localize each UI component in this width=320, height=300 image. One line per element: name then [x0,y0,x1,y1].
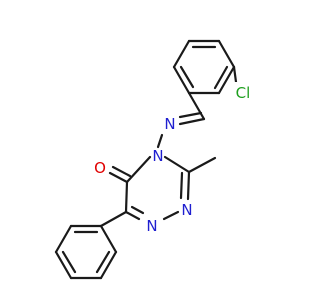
bond [213,65,229,90]
bond [99,210,128,228]
bond [99,224,118,254]
bond [61,250,77,274]
bond [95,250,111,274]
bond [54,250,73,280]
atom-labels: Cl N N N N O [94,82,254,235]
imine-nitrogen-atom: N [164,115,175,133]
bond [172,65,191,95]
bond [124,180,129,214]
bonds [54,39,238,280]
bond [172,39,191,69]
bond [178,111,203,119]
ring-n1-atom: N [146,217,157,235]
bond [162,210,180,221]
bond [179,65,195,89]
bond [124,210,141,221]
bond [217,39,236,69]
bond [217,65,236,95]
ring-n4-atom: N [152,147,163,165]
bond [232,65,238,84]
bond [179,171,184,200]
chlorine-label: Cl [236,84,251,102]
carbonyl-oxygen-label: O [94,159,106,177]
bond [163,155,191,174]
ring-n1-label: N [146,217,157,235]
molecule-diagram: Cl N N N N O [54,39,254,280]
imine-nitrogen-label: N [164,115,175,133]
bond [130,205,145,215]
bond [108,171,129,184]
bond [187,156,217,174]
bond [125,155,152,184]
label-background [232,82,254,102]
bond [187,91,206,121]
bond [178,117,206,126]
ring-n4-label: N [152,147,163,165]
bond [99,250,118,280]
carbonyl-oxygen-atom: O [94,159,106,177]
chlorine-atom: Cl [232,82,254,102]
bond [111,165,132,178]
bond [54,224,73,254]
ring-n2-label: N [181,201,192,219]
bond [156,133,164,149]
bond [186,170,191,201]
ring-n2-atom: N [181,201,192,219]
